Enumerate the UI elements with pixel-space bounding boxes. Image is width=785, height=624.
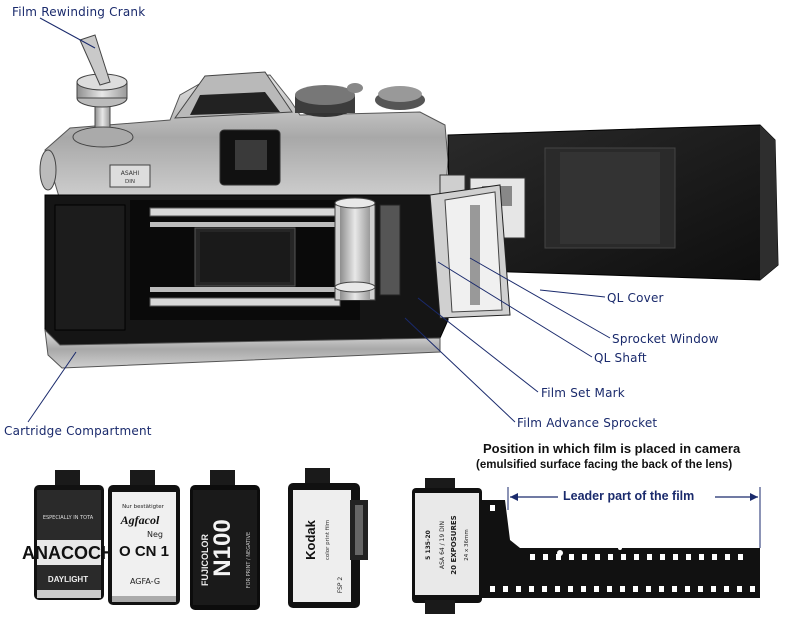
caption-line-1: Position in which film is placed in came… <box>483 441 741 456</box>
badge-text-2: DIN <box>125 179 135 185</box>
film-text-2: 20 EXPOSURES <box>450 515 458 574</box>
label-film-set-mark: Film Set Mark <box>541 386 625 400</box>
cartridge-2-neg: Neg <box>147 530 163 539</box>
cartridge-2-text-top: Nur bestätigter <box>122 504 165 510</box>
film-code: 5 135-20 <box>425 530 432 560</box>
label-ql-cover: QL Cover <box>607 291 664 305</box>
camera-body: ASAHI DIN <box>39 34 449 369</box>
badge-text-1: ASAHI <box>121 170 140 177</box>
cartridge-3-text-main: N100 <box>209 519 236 576</box>
cartridge-1-text-main: ANACOCH <box>22 543 114 563</box>
caption-line-2: (emulsified surface facing the back of t… <box>476 459 733 471</box>
label-film-rewinding-crank: Film Rewinding Crank <box>12 5 146 19</box>
film-perforations <box>490 505 755 592</box>
camera-back-door <box>429 124 779 319</box>
label-sprocket-window: Sprocket Window <box>612 332 719 346</box>
label-cartridge-compartment: Cartridge Compartment <box>4 424 152 438</box>
cartridge-2-text-bottom: AGFA-G <box>130 577 160 586</box>
film-cartridge-3: FUJICOLOR N100 FOR PRINT / NEGATIVE <box>190 470 260 610</box>
cartridge-1-text-bottom: DAYLIGHT <box>48 575 88 584</box>
film-cartridge-1: ESPECIALLY IN TOTA ANACOCH DAYLIGHT <box>22 470 114 600</box>
leader-label: Leader part of the film <box>563 489 695 503</box>
cartridge-2-text-main: O CN 1 <box>119 543 169 560</box>
film-cartridge-2: Nur bestätigter Agfacol Neg O CN 1 AGFA-… <box>108 470 180 605</box>
film-cartridge-4: Kodak color print film FSP 2 <box>288 468 368 608</box>
cartridge-1-text-top: ESPECIALLY IN TOTA <box>43 515 94 521</box>
cartridge-3-brand: FUJICOLOR <box>200 534 210 587</box>
cartridge-4-sub: color print film <box>325 520 331 560</box>
label-film-advance-sprocket: Film Advance Sprocket <box>517 416 658 430</box>
cartridge-2-brand: Agfacol <box>120 513 160 527</box>
film-with-leader: 5 135-20 ASA 64 / 19 DIN 20 EXPOSURES 24… <box>412 478 761 614</box>
cartridge-4-text-bottom: FSP 2 <box>337 577 344 594</box>
cartridge-4-brand: Kodak <box>303 519 318 560</box>
film-text-1: ASA 64 / 19 DIN <box>439 521 446 569</box>
label-ql-shaft: QL Shaft <box>594 351 647 365</box>
film-text-3: 24 x 36mm <box>464 529 470 560</box>
cartridge-3-text-bottom: FOR PRINT / NEGATIVE <box>246 532 252 588</box>
leader-lines <box>27 17 611 423</box>
